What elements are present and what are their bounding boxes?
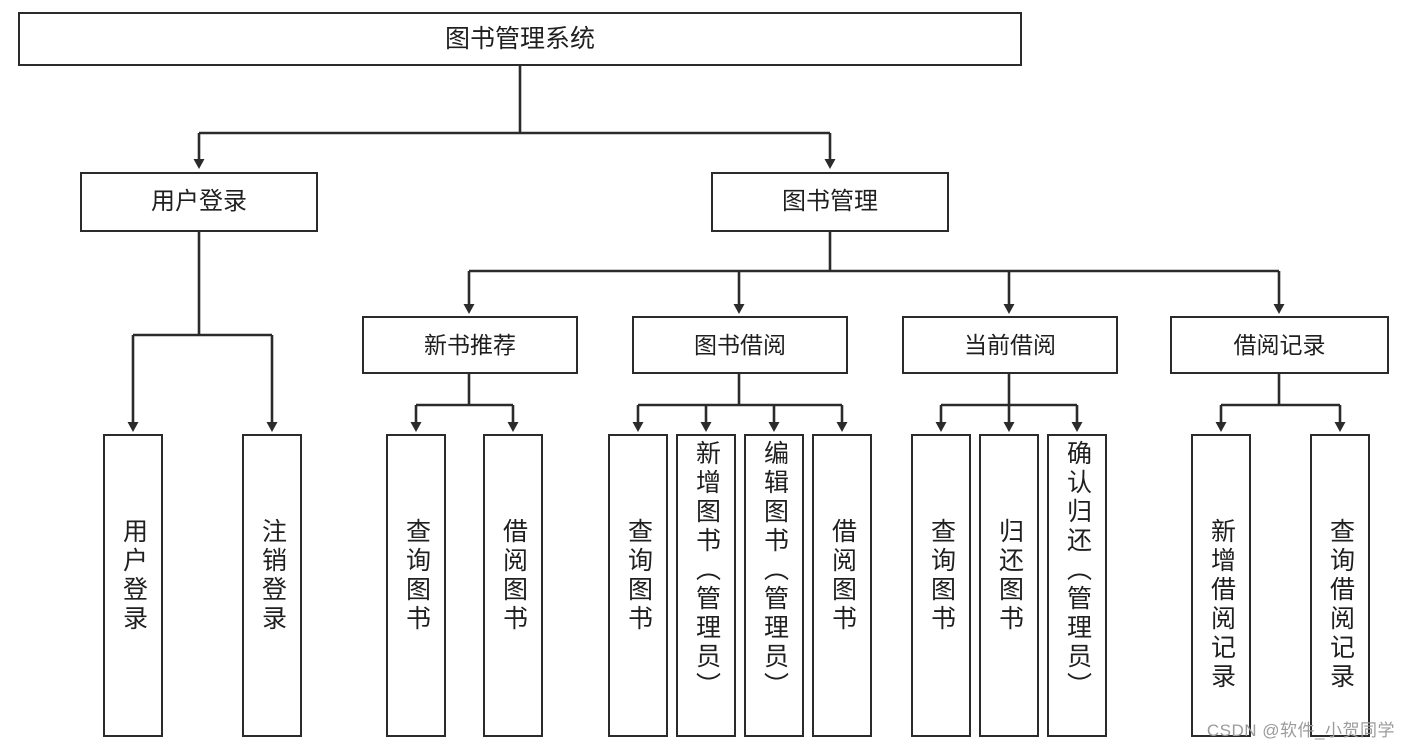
node-user-login-label: 用户登录 (151, 188, 247, 216)
watermark-text: CSDN @软件_小贺同学 (1206, 721, 1395, 740)
node-leaf-add-record-label: 新增借阅记录 (1207, 518, 1236, 692)
node-leaf-add-book[interactable]: 新增图书（管理员） (676, 434, 736, 737)
node-leaf-confirm-return-label: 确认归还（管理员） (1063, 440, 1092, 701)
node-leaf-borrow-book-label: 借阅图书 (828, 518, 857, 634)
node-new-book-rec[interactable]: 新书推荐 (362, 316, 578, 374)
node-leaf-return-book-label: 归还图书 (995, 518, 1024, 634)
node-leaf-query-book-rec-label: 查询图书 (402, 518, 431, 634)
node-book-manage-label: 图书管理 (782, 188, 878, 216)
node-leaf-query-book-borrow-label: 查询图书 (624, 518, 653, 634)
node-leaf-query-record[interactable]: 查询借阅记录 (1310, 434, 1370, 737)
node-leaf-borrow-book[interactable]: 借阅图书 (812, 434, 872, 737)
node-book-manage[interactable]: 图书管理 (711, 172, 949, 232)
node-root[interactable]: 图书管理系统 (18, 12, 1022, 66)
node-leaf-query-book-cur[interactable]: 查询图书 (911, 434, 971, 737)
node-leaf-query-book-rec[interactable]: 查询图书 (386, 434, 446, 737)
node-leaf-add-record[interactable]: 新增借阅记录 (1191, 434, 1251, 737)
node-leaf-user-logout-label: 注销登录 (258, 518, 287, 634)
node-borrow-record-label: 借阅记录 (1233, 331, 1326, 358)
node-leaf-add-book-label: 新增图书（管理员） (692, 440, 721, 701)
node-leaf-confirm-return[interactable]: 确认归还（管理员） (1047, 434, 1107, 737)
node-borrow-record[interactable]: 借阅记录 (1170, 316, 1389, 374)
node-leaf-user-logout[interactable]: 注销登录 (242, 434, 302, 737)
node-current-borrow[interactable]: 当前借阅 (902, 316, 1118, 374)
node-root-label: 图书管理系统 (444, 24, 595, 53)
node-leaf-query-book-cur-label: 查询图书 (927, 518, 956, 634)
node-leaf-user-login-label: 用户登录 (119, 518, 148, 634)
node-leaf-query-record-label: 查询借阅记录 (1326, 518, 1355, 692)
node-book-borrow-label: 图书借阅 (694, 331, 786, 358)
node-user-login[interactable]: 用户登录 (80, 172, 318, 232)
node-leaf-return-book[interactable]: 归还图书 (979, 434, 1039, 737)
node-leaf-user-login[interactable]: 用户登录 (103, 434, 163, 737)
node-leaf-edit-book-label: 编辑图书（管理员） (760, 440, 789, 701)
node-book-borrow[interactable]: 图书借阅 (632, 316, 848, 374)
node-current-borrow-label: 当前借阅 (964, 331, 1056, 358)
node-new-book-rec-label: 新书推荐 (424, 331, 516, 358)
node-leaf-query-book-borrow[interactable]: 查询图书 (608, 434, 668, 737)
node-leaf-borrow-book-rec[interactable]: 借阅图书 (483, 434, 543, 737)
node-leaf-edit-book[interactable]: 编辑图书（管理员） (744, 434, 804, 737)
node-leaf-borrow-book-rec-label: 借阅图书 (499, 518, 528, 634)
